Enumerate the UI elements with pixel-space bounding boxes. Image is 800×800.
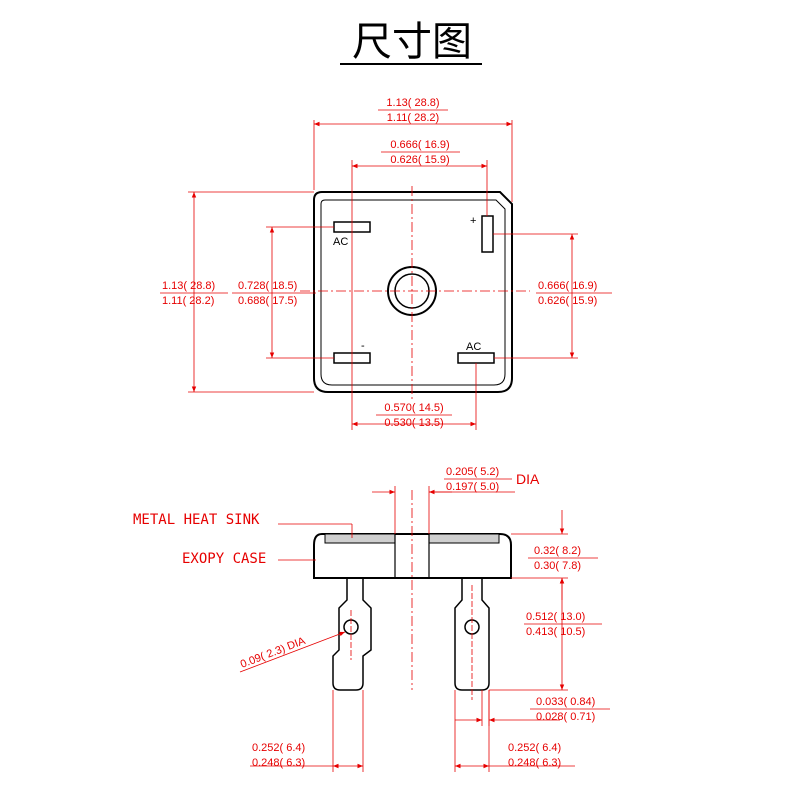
dim-pin-spacing-bottom-max: 0.570( 14.5): [384, 402, 443, 414]
package-outline: [313, 191, 513, 393]
dim-pin-spacing-right-max: 0.666( 16.9): [538, 280, 597, 292]
dim-pin-spacing-bottom-min: 0.530( 13.5): [384, 417, 443, 429]
leader-lead-hole: [239, 631, 346, 673]
pin-label-ac-right: AC: [466, 341, 481, 353]
dim-overall-height-min: 1.11( 28.2): [162, 295, 214, 307]
dim-lead-width-right-min: 0.248( 6.3): [508, 757, 561, 769]
pin-label-plus: +: [470, 215, 476, 227]
heat-sink-left: [324, 533, 396, 544]
pin-label-minus: -: [361, 340, 365, 352]
dim-lead-length-max: 0.512( 13.0): [526, 611, 585, 623]
dim-lead-width-left-min: 0.248( 6.3): [252, 757, 305, 769]
dim-overall-height-max: 1.13( 28.8): [162, 280, 215, 292]
dim-lead-thickness-max: 0.033( 0.84): [536, 696, 595, 708]
dim-body-height-min: 0.30( 7.8): [534, 560, 581, 572]
top-view: AC + - AC: [160, 97, 612, 430]
dim-overall-width-max: 1.13( 28.8): [386, 97, 439, 109]
dim-lead-width-left-max: 0.252( 6.4): [252, 742, 305, 754]
page-title: 尺寸图: [352, 19, 472, 65]
dim-hole-dia-suffix: DIA: [516, 471, 540, 487]
callout-case: EXOPY CASE: [182, 551, 266, 567]
dim-lead-thickness-min: 0.028( 0.71): [536, 711, 595, 723]
pin-label-ac-left: AC: [333, 236, 348, 248]
dim-lead-width-right-max: 0.252( 6.4): [508, 742, 561, 754]
dim-overall-width-min: 1.11( 28.2): [387, 112, 439, 124]
dim-hole-dia-max: 0.205( 5.2): [446, 466, 499, 478]
callout-heat-sink: METAL HEAT SINK: [133, 512, 260, 528]
dim-hole-dia-min: 0.197( 5.0): [446, 481, 499, 493]
lead-left: [332, 578, 372, 691]
dim-lead-length-min: 0.413( 10.5): [526, 626, 585, 638]
heat-sink-right: [428, 533, 500, 544]
dim-pin-spacing-left-max: 0.728( 18.5): [238, 280, 297, 292]
dim-body-height-max: 0.32( 8.2): [534, 545, 581, 557]
package-inner-outline: [320, 199, 506, 386]
pin-plus: [481, 215, 494, 253]
dim-pin-spacing-top-max: 0.666( 16.9): [390, 139, 449, 151]
pin-ac-bottom-right: [457, 352, 495, 364]
dim-pin-spacing-left-min: 0.688( 17.5): [238, 295, 297, 307]
dim-pin-spacing-top-min: 0.626( 15.9): [390, 154, 449, 166]
side-view: 0.205( 5.2) 0.197( 5.0) DIA METAL HEAT S…: [133, 466, 610, 772]
dim-pin-spacing-right-min: 0.626( 15.9): [538, 295, 597, 307]
dim-lead-hole-dia: 0.09( 2.3) DIA: [239, 635, 308, 671]
